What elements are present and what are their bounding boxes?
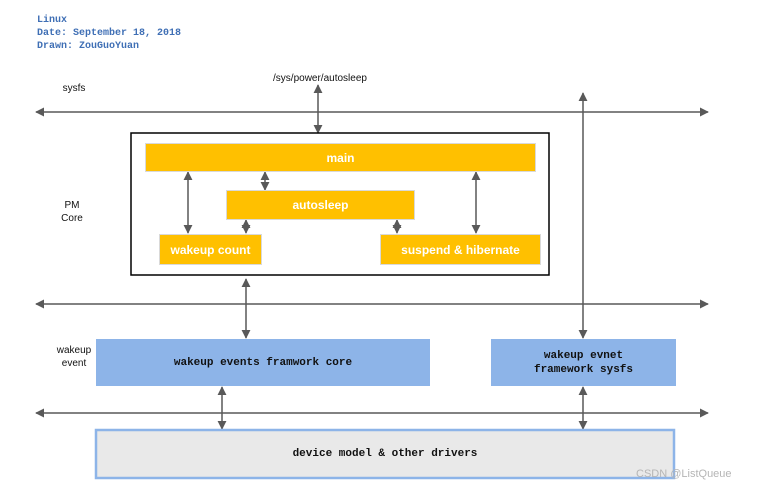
header-line-date: Date: September 18, 2018 xyxy=(37,28,182,39)
autosleep-path-label: /sys/power/autosleep xyxy=(273,73,367,84)
wakeup-event-label-line1: wakeup xyxy=(56,345,92,356)
sysfs-label: sysfs xyxy=(62,83,86,94)
watermark: CSDN @ListQueue xyxy=(636,468,732,480)
header-line-os: Linux xyxy=(37,15,68,26)
header-line-author: Drawn: ZouGuoYuan xyxy=(37,41,140,52)
pm-core-label-line1: PM xyxy=(64,200,80,211)
wakeup-framework-sysfs-line1: wakeup evnet xyxy=(543,349,624,362)
wakeup-framework-sysfs-block: wakeup evnet framework sysfs xyxy=(491,339,676,386)
wakeup-events-core-block: wakeup events framwork core xyxy=(96,339,430,386)
wakeup-count-block: wakeup count xyxy=(159,234,262,265)
device-model-block: device model & other drivers xyxy=(292,448,478,460)
wakeup-event-label-line2: event xyxy=(61,358,87,369)
main-block: main xyxy=(145,143,536,172)
autosleep-block: autosleep xyxy=(226,190,415,220)
suspend-hibernate-block: suspend & hibernate xyxy=(380,234,541,265)
pm-core-frame xyxy=(130,132,550,276)
pm-core-label-line2: Core xyxy=(61,213,83,224)
device-model-frame xyxy=(94,428,676,480)
wakeup-framework-sysfs-line2: framework sysfs xyxy=(533,363,634,376)
